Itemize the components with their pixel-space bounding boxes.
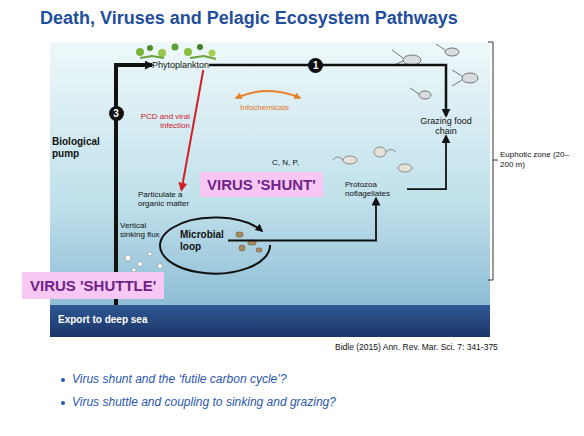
node-text: Microbial loop: [180, 229, 228, 252]
euphotic-bracket: [488, 42, 493, 280]
sinking-particles: [125, 252, 163, 272]
phytoplankton-cells: [158, 49, 166, 57]
virus-shunt-box: VIRUS 'SHUNT': [200, 172, 323, 197]
zooplankton: [410, 88, 419, 94]
nutrient-label: C, N, P,: [272, 158, 299, 167]
microbial-loop-ring: [160, 218, 270, 274]
protozoa-cells: [386, 150, 396, 153]
pcd-label: PCD and viral infection: [134, 112, 190, 130]
infochemicals-arc: [236, 91, 300, 98]
bullet-text: Virus shuttle and coupling to sinking an…: [72, 395, 336, 409]
bullet-text: Virus shunt and the ‘futile carbon cycle…: [72, 372, 287, 386]
zooplankton: [436, 44, 445, 50]
phytoplankton-cells: [184, 48, 192, 56]
phytoplankton-cells: [136, 48, 144, 56]
zooplankton: [419, 91, 431, 99]
zooplankton: [392, 50, 403, 66]
zooplankton: [403, 55, 421, 65]
flow-arrow: [407, 136, 446, 189]
phytoplankton-cells: [140, 56, 164, 58]
citation: Bidle (2015) Ann. Rev. Mar. Sci. 7: 341-…: [335, 342, 498, 352]
slide-title: Death, Viruses and Pelagic Ecosystem Pat…: [40, 8, 458, 29]
protozoa-cells: [398, 164, 412, 172]
microbe-particles: [236, 232, 262, 252]
node-text: Export to deep sea: [58, 314, 482, 325]
bullet-dots: [61, 378, 65, 382]
microbe-particles: [236, 232, 243, 237]
phytoplankton-cells: [190, 56, 216, 59]
zooplankton: [452, 70, 462, 86]
sinking-particles: [138, 262, 143, 267]
phytoplankton-cells: [209, 50, 216, 57]
protozoa-cells: [333, 157, 343, 160]
bullet-dots: [61, 401, 65, 405]
phytoplankton-node: Phytoplankton: [152, 60, 209, 70]
microbial-loop-node: Microbial loop: [180, 229, 228, 252]
microbe-particles: [256, 248, 262, 252]
zooplankton: [392, 44, 478, 99]
node-text: Protozoa noflagellates: [345, 180, 407, 198]
flow-arrow: [116, 65, 152, 305]
node-text: Phytoplankton: [152, 60, 209, 70]
euphotic-bracket: [488, 42, 498, 280]
virus-shuttle-box: VIRUS 'SHUTTLE': [22, 272, 164, 299]
zooplankton: [445, 48, 459, 56]
phytoplankton-cells: [197, 44, 203, 50]
callout-number: 1: [308, 58, 323, 73]
sinking-particles: [125, 255, 131, 261]
zooplankton: [462, 73, 478, 83]
protozoa-node: Protozoa noflagellates: [345, 180, 407, 198]
node-text: VIRUS 'SHUTTLE': [30, 277, 156, 294]
node-text: Grazing food chain: [420, 116, 472, 136]
callout-number: 3: [109, 106, 124, 121]
sinking-particles: [158, 264, 163, 269]
sinking-flux-label: Vertical sinking flux: [120, 221, 166, 239]
phytoplankton-cells: [172, 44, 179, 51]
infochemicals-label: Infochemicals: [240, 103, 289, 112]
microbe-particles: [239, 245, 245, 251]
node-text: VIRUS 'SHUNT': [207, 176, 316, 193]
protozoa-cells: [374, 147, 386, 157]
phytoplankton-cells: [136, 44, 216, 60]
node-text: Particulate a organic matter: [138, 190, 196, 208]
euphotic-zone-label: Euphotic zone (20–200 m): [500, 150, 578, 169]
grazing-node: Grazing food chain: [420, 116, 472, 136]
euphotic-bracket: [493, 160, 498, 161]
phytoplankton-cells: [147, 45, 153, 51]
sinking-particles: [148, 252, 152, 256]
organic-matter-node: Particulate a organic matter: [138, 190, 196, 208]
protozoa-cells: [343, 156, 357, 164]
biological-pump-label: Biological pump: [52, 136, 108, 159]
protozoa-cells: [333, 147, 412, 172]
bullet-dots: [61, 378, 65, 405]
flow-arrow: [209, 65, 446, 116]
flow-arrow: [228, 198, 376, 240]
export-band: Export to deep sea: [50, 305, 490, 337]
